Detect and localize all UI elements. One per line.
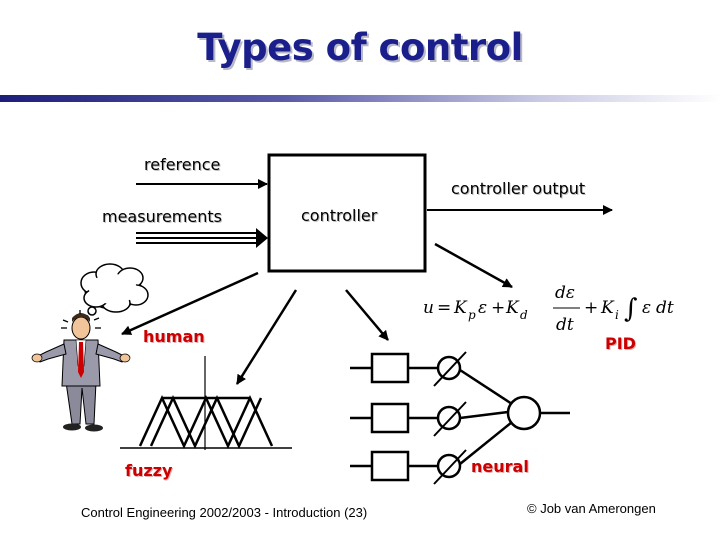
svg-text:dε: dε	[555, 283, 575, 303]
fuzzy-label: fuzzy	[125, 461, 173, 480]
svg-text:i: i	[615, 308, 619, 322]
arrow-to-pid	[434, 242, 513, 289]
svg-text:d: d	[520, 308, 528, 322]
measurements-label: measurements	[102, 207, 222, 226]
title-rule	[0, 95, 720, 102]
svg-text:∫: ∫	[624, 294, 638, 324]
controller-box	[267, 153, 427, 273]
svg-text:K: K	[600, 298, 615, 318]
footer-course: Control Engineering 2002/2003 - Introduc…	[81, 505, 368, 520]
arrow-to-fuzzy	[235, 289, 298, 385]
svg-text:K: K	[505, 298, 520, 318]
svg-text:u: u	[423, 298, 434, 318]
reference-label: reference	[144, 155, 221, 174]
controller-label: controller	[301, 206, 378, 225]
thought-cloud	[80, 263, 149, 322]
arrow-to-neural	[345, 289, 389, 341]
arrow-to-human	[121, 271, 259, 336]
measurements-arrow	[136, 228, 268, 248]
svg-text:=: =	[437, 298, 451, 318]
svg-text:K: K	[453, 298, 468, 318]
pid-label: PID	[605, 334, 636, 353]
human-label: human	[143, 327, 205, 346]
svg-text:dt: dt	[656, 298, 674, 318]
neural-network	[350, 351, 570, 485]
footer-copyright: © Job van Amerongen	[527, 501, 656, 516]
fuzzy-membership-plot	[120, 356, 292, 450]
svg-text:ε: ε	[478, 298, 487, 318]
pid-formula: u = K p ε + K d dε dt + K i ∫ ε dt	[423, 283, 674, 335]
human-figure	[31, 310, 131, 432]
svg-text:+: +	[584, 298, 598, 318]
svg-text:dt: dt	[556, 315, 574, 335]
svg-text:p: p	[468, 308, 476, 322]
slide-title: Types of control	[197, 26, 523, 69]
neural-label: neural	[471, 457, 529, 476]
svg-text:ε: ε	[642, 298, 651, 318]
svg-text:+: +	[491, 298, 505, 318]
controller-output-label: controller output	[451, 179, 586, 198]
